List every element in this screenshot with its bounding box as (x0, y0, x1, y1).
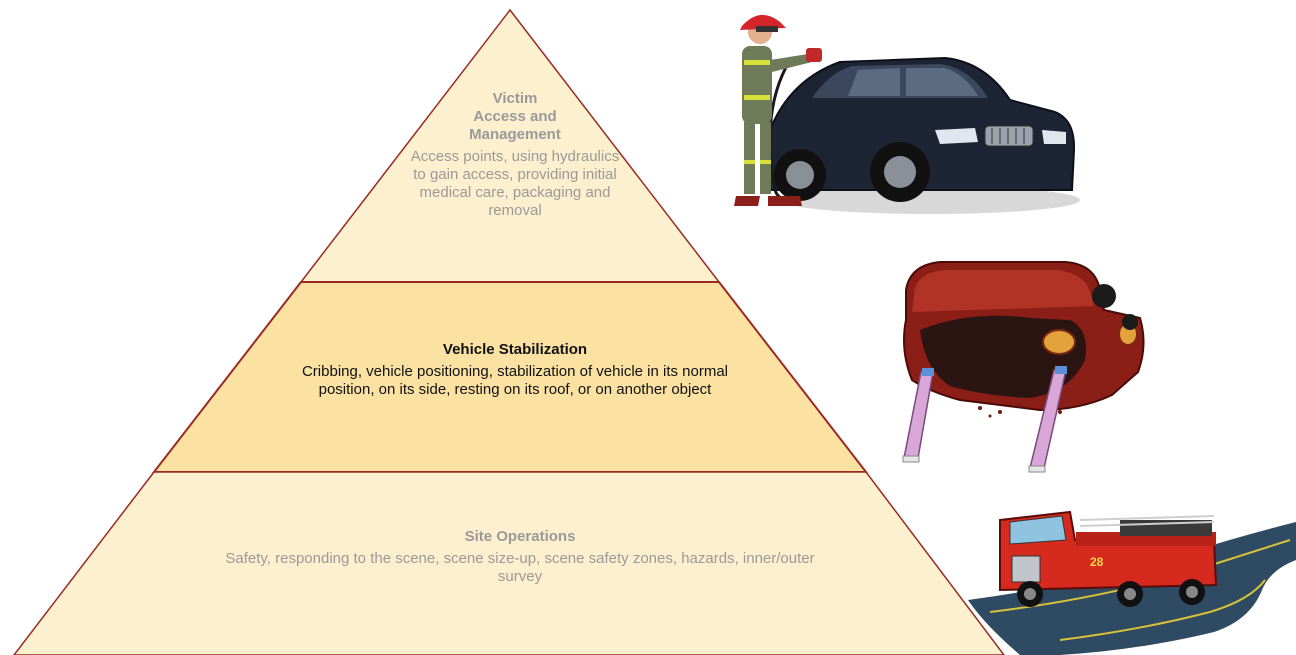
firefighter-with-suv-illustration (734, 14, 1080, 214)
tier-victim-access-text: Victim Access and Management Access poin… (395, 90, 635, 220)
tier-title: Victim Access and Management (395, 90, 635, 144)
tier-title: Site Operations (464, 528, 576, 545)
title-line: Access and (473, 108, 557, 125)
tier-site-operations (13, 471, 1005, 655)
tier-site-operations-text: Site Operations Safety, responding to th… (180, 528, 860, 586)
tier-description: Access points, using hydraulics to gain … (410, 148, 620, 219)
tier-vehicle-stabilization-text: Vehicle Stabilization Cribbing, vehicle … (250, 341, 780, 399)
fire-engine-illustration: 28 (968, 510, 1296, 655)
tier-description: Cribbing, vehicle positioning, stabiliza… (301, 363, 729, 398)
overturned-car-illustration (902, 261, 1145, 473)
title-line: Management (469, 126, 561, 143)
fire-engine-number: 28 (1090, 555, 1104, 569)
tier-title: Vehicle Stabilization (442, 341, 588, 358)
title-line: Victim (492, 90, 538, 107)
tier-description: Safety, responding to the scene, scene s… (225, 550, 815, 585)
